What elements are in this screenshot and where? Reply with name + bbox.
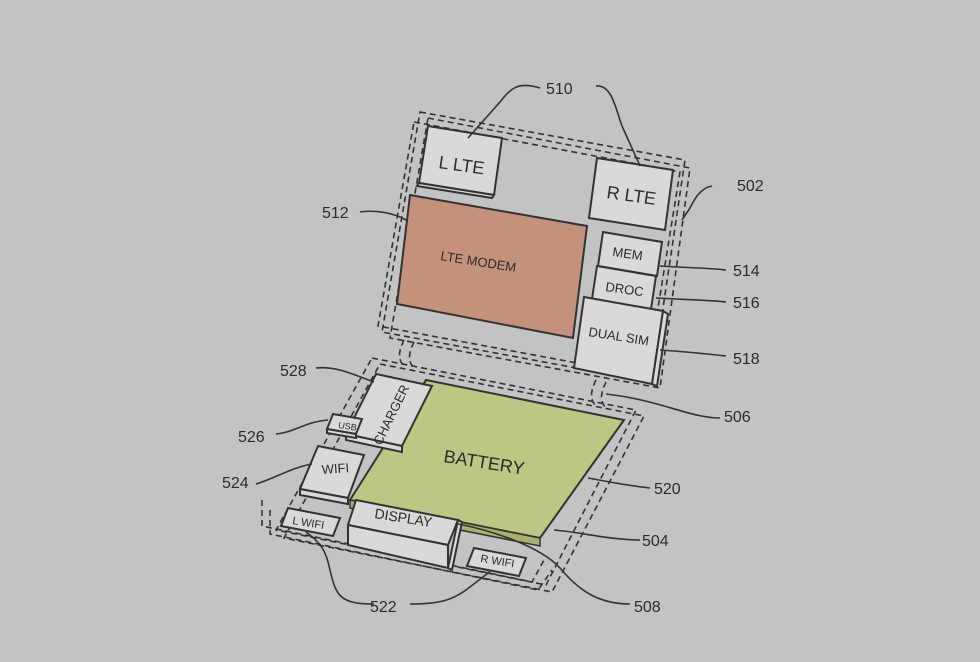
ref-526: 526 bbox=[238, 429, 265, 446]
l-wifi-label: L WIFI bbox=[292, 515, 325, 532]
r-wifi-block: R WIFI bbox=[465, 546, 528, 578]
ref-528: 528 bbox=[280, 363, 307, 380]
l-lte-block: L LTE bbox=[415, 124, 504, 200]
usb-label: USB bbox=[338, 420, 358, 432]
mem-block: MEM bbox=[596, 230, 664, 278]
ref-524: 524 bbox=[222, 475, 249, 492]
ref-504: 504 bbox=[642, 533, 669, 550]
ref-520: 520 bbox=[654, 481, 681, 498]
usb-block: USB bbox=[325, 412, 364, 440]
reference-numerals: 510 502 512 514 516 518 528 506 526 524 … bbox=[222, 81, 764, 616]
ref-522: 522 bbox=[370, 599, 397, 616]
droc-block: DROC bbox=[590, 264, 658, 311]
lte-modem-block: LTE MODEM bbox=[395, 193, 589, 340]
battery-block: BATTERY bbox=[348, 378, 626, 547]
charger-block: CHARGER bbox=[344, 372, 434, 454]
mem-label: MEM bbox=[612, 244, 644, 263]
wifi-label: WIFI bbox=[321, 460, 349, 477]
hinge-right bbox=[590, 379, 607, 409]
dual-sim-block: DUAL SIM bbox=[572, 295, 670, 388]
l-wifi-block: L WIFI bbox=[279, 506, 342, 538]
ref-506: 506 bbox=[724, 409, 751, 426]
ref-510: 510 bbox=[546, 81, 573, 98]
r-wifi-label: R WIFI bbox=[480, 553, 516, 570]
ref-518: 518 bbox=[733, 351, 760, 368]
ref-512: 512 bbox=[322, 205, 349, 222]
ref-508: 508 bbox=[634, 599, 661, 616]
droc-label: DROC bbox=[605, 279, 645, 299]
wifi-block: WIFI bbox=[298, 444, 366, 506]
ref-516: 516 bbox=[733, 295, 760, 312]
ref-514: 514 bbox=[733, 263, 760, 280]
leader-lines bbox=[255, 84, 727, 605]
r-lte-block: R LTE bbox=[587, 156, 675, 232]
ref-502: 502 bbox=[737, 178, 764, 195]
